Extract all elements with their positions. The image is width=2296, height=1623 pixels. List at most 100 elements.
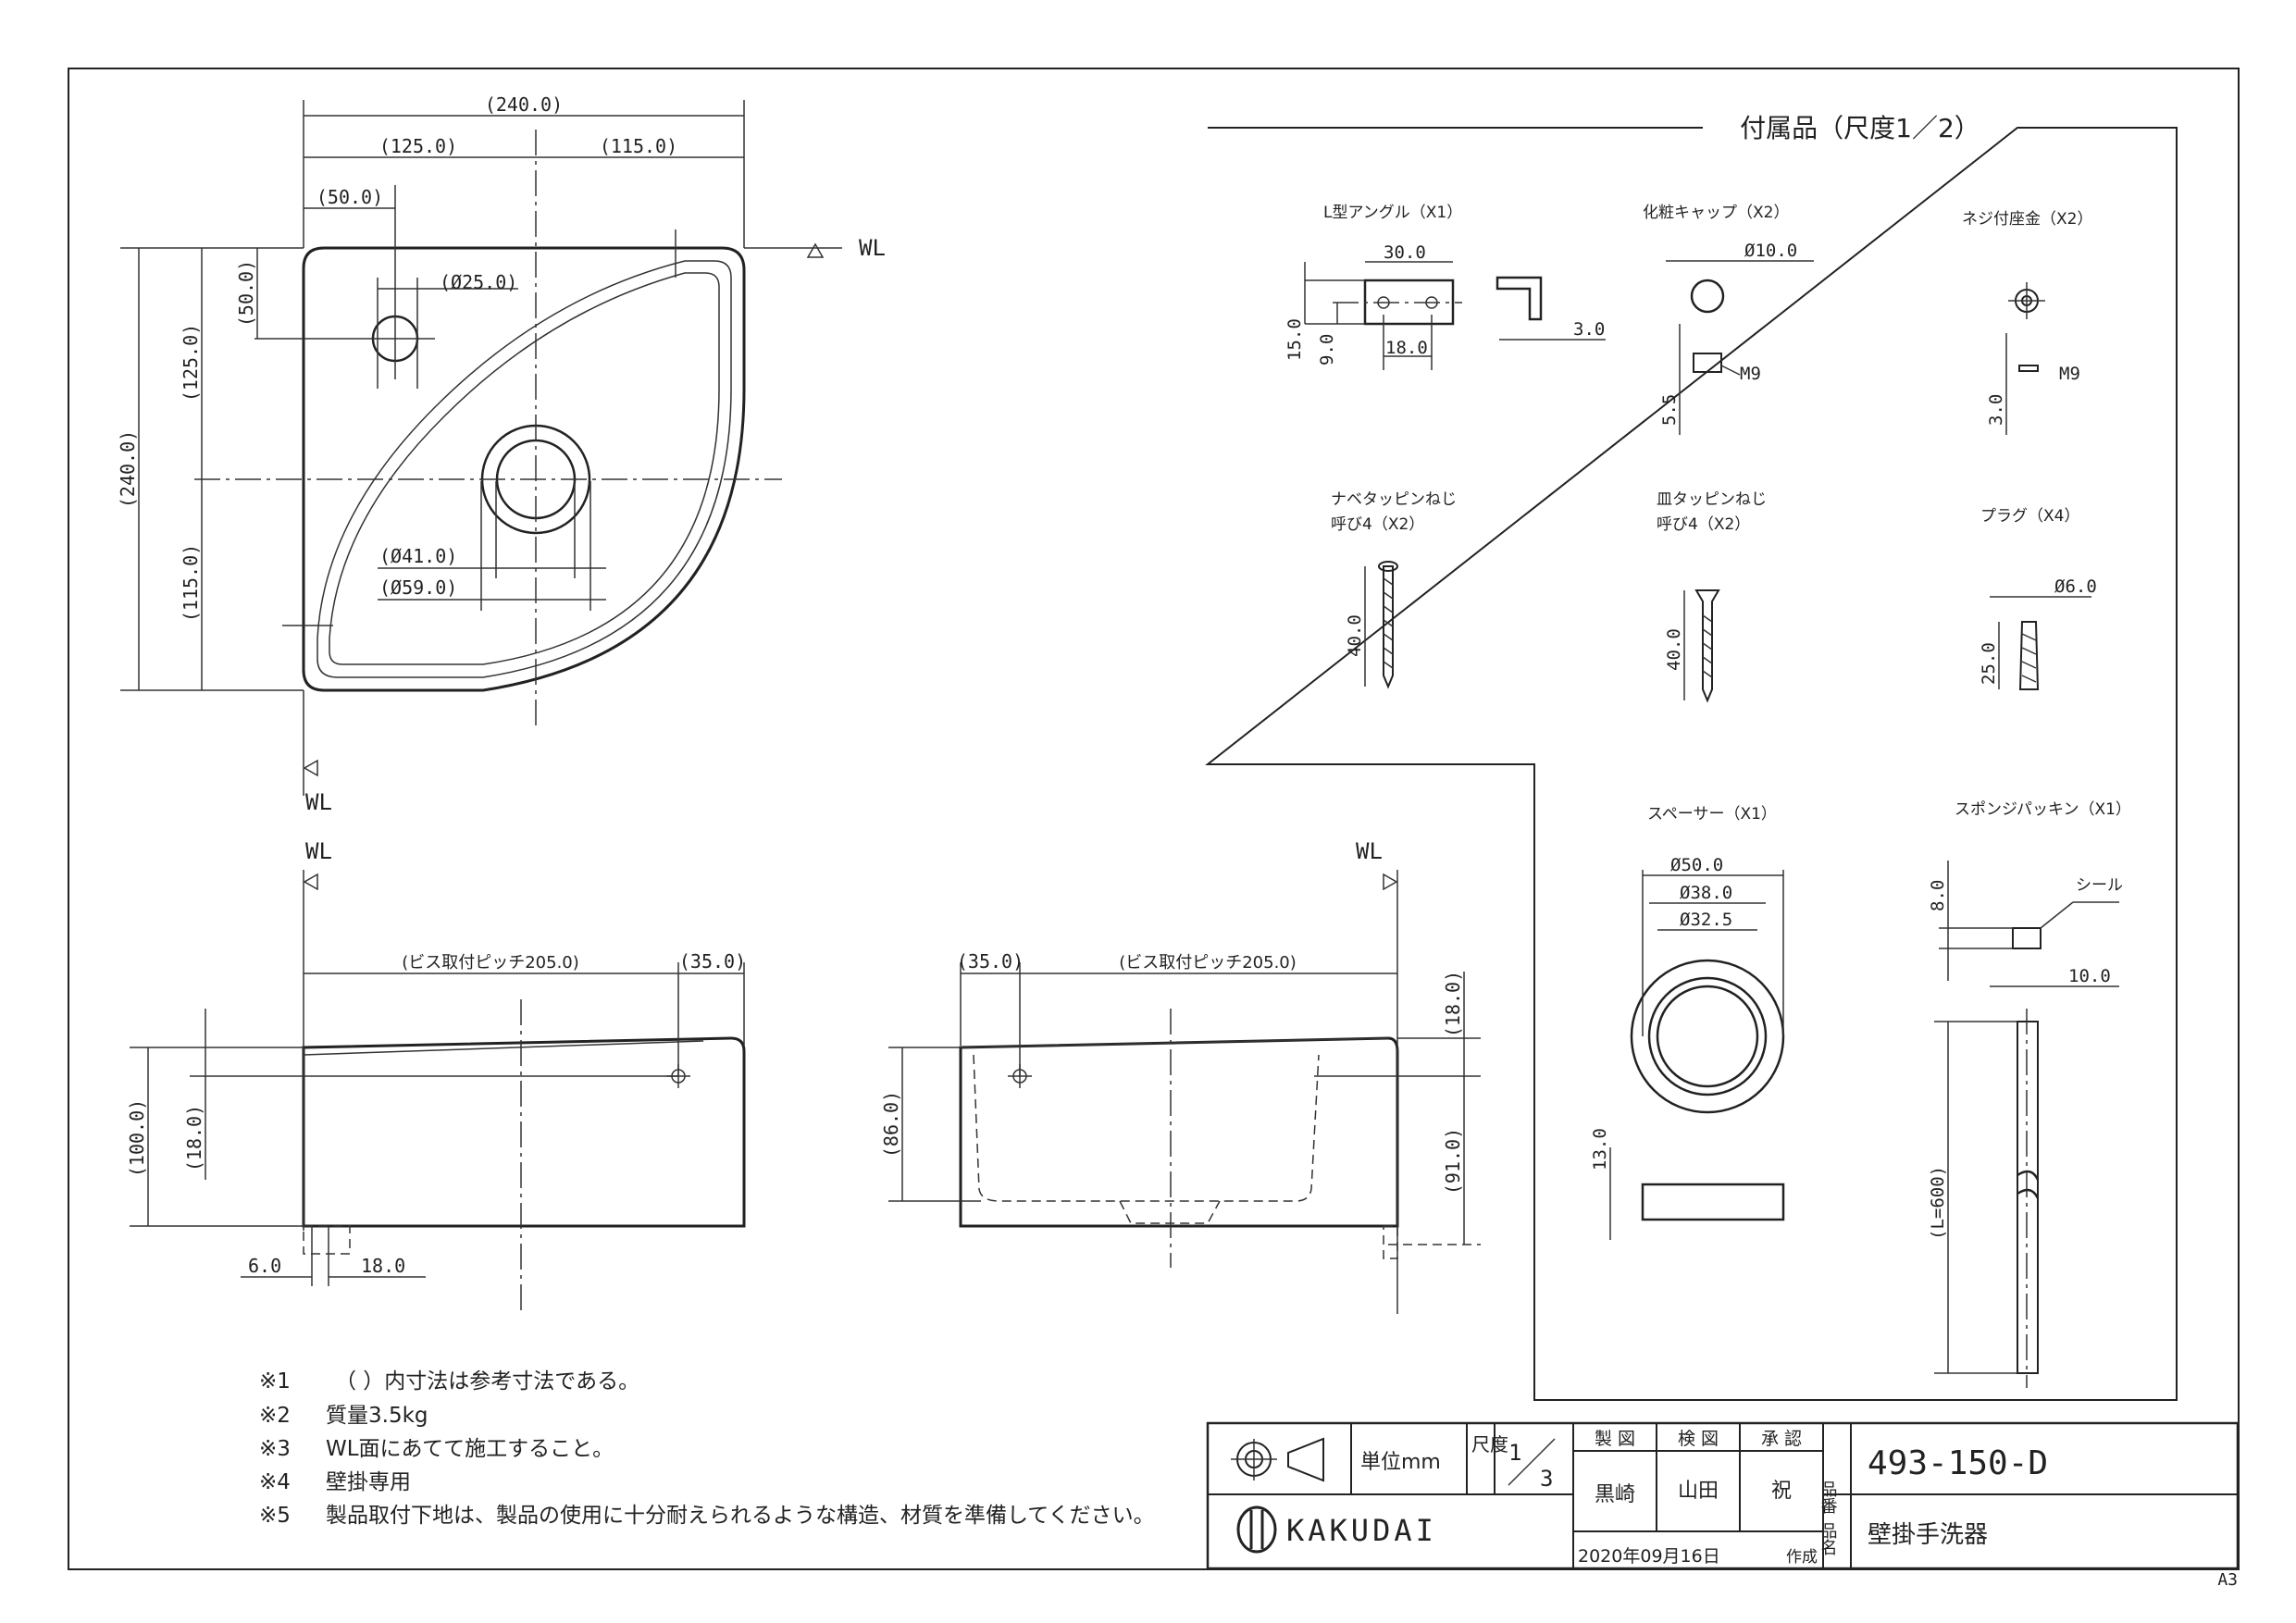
basin-outline <box>302 246 746 692</box>
wl-arrow-top <box>806 242 825 258</box>
acc-cap-dim-0: Ø10.0 <box>1744 241 1797 261</box>
top-view: WL WL (240.0) (125.0) (115.0) (50.0) (Ø2… <box>117 93 886 815</box>
brand-name: KAKUDAI <box>1286 1513 1437 1548</box>
acc-spacer-label: スペーサー（X1） <box>1647 805 1777 824</box>
dim-top-part-label: (125.0) <box>180 324 202 402</box>
acc-l-dim-4: 3.0 <box>1573 319 1605 340</box>
checked-label: 検 図 <box>1678 1429 1719 1449</box>
dim-bottom-part-label: (115.0) <box>180 544 202 622</box>
acc-sponge-dim-2: 10.0 <box>2068 966 2111 986</box>
acc-sponge-dim-1: シール <box>2076 876 2123 895</box>
dim-hole-x-label: (50.0) <box>316 186 383 208</box>
bowl-inner-rim <box>329 272 720 665</box>
accessories-title: 付属品（尺度1／2） <box>1740 113 1980 143</box>
acc-spacer-dim-1: Ø38.0 <box>1680 883 1732 903</box>
side-view-left: WL (ビス取付ピッチ205.0) (35.0) (100.0) (18.0) … <box>126 838 746 1314</box>
dim-top-offset-right-label: (18.0) <box>1442 971 1464 1037</box>
note-5-text: 製品取付下地は、製品の使用に十分耐えられるような構造、材質を準備してください。 <box>326 1504 1155 1528</box>
part-no-label: 品番 <box>1818 1481 1838 1514</box>
unit-label: 単位mm <box>1360 1451 1441 1474</box>
note-4-mark: ※4 <box>259 1470 291 1494</box>
acc-washer-label: ネジ付座金（X2） <box>1962 210 2092 229</box>
dim-end-offset-right-label: (35.0) <box>957 950 1024 973</box>
acc-l-angle-label: L型アングル（X1） <box>1323 204 1462 222</box>
scale-label: 尺度 <box>1471 1433 1508 1456</box>
note-3-text: WL面にあてて施工すること。 <box>326 1437 614 1461</box>
dim-drain-outer-label: (Ø59.0) <box>379 576 457 599</box>
acc-sponge-dim-0: 8.0 <box>1928 880 1948 911</box>
dim-lower-height-right-label: (91.0) <box>1442 1128 1464 1195</box>
acc-flat-screw-label: 皿タッピンねじ <box>1657 490 1767 509</box>
acc-pan-screw-sub: 呼び4（X2） <box>1331 515 1424 534</box>
note-5-mark: ※5 <box>259 1504 291 1528</box>
acc-washer-dim-1: M9 <box>2059 364 2080 384</box>
dim-overall-width-label: (240.0) <box>485 93 563 116</box>
acc-cap-dim-1: 5.5 <box>1659 394 1680 426</box>
kakudai-logo <box>1236 1505 1277 1554</box>
acc-flat-screw-dim-0: 40.0 <box>1664 628 1684 671</box>
wl-label-left: WL <box>305 789 332 815</box>
acc-cap-dim-2: M9 <box>1740 364 1761 384</box>
note-2-mark: ※2 <box>259 1404 291 1428</box>
part-no: 493-150-D <box>1868 1444 2048 1482</box>
scale-num: 1 <box>1508 1440 1521 1466</box>
created-label: 作成 <box>1786 1548 1818 1567</box>
dim-bowl-depth-label: (86.0) <box>880 1091 902 1158</box>
dim-bottom-a-label: 6.0 <box>248 1255 281 1277</box>
dim-hole-y-label: (50.0) <box>235 260 257 327</box>
acc-pan-screw-dim-0: 40.0 <box>1345 614 1365 657</box>
bowl-hidden <box>973 1054 1320 1202</box>
dim-overall-height-label: (240.0) <box>117 430 139 508</box>
acc-sponge-dim-3: (L=600) <box>1928 1166 1948 1240</box>
note-3-mark: ※3 <box>259 1437 291 1461</box>
acc-l-dim-3: 18.0 <box>1385 338 1428 358</box>
drawn-label: 製 図 <box>1595 1429 1635 1449</box>
acc-l-dim-2: 9.0 <box>1317 334 1337 365</box>
wl-arrow-left <box>303 759 318 777</box>
acc-pan-screw-label: ナベタッピンねじ <box>1331 490 1457 509</box>
note-4-text: 壁掛専用 <box>326 1470 411 1494</box>
name-label: 品名 <box>1818 1522 1838 1555</box>
acc-plug-dim-0: Ø6.0 <box>2054 576 2097 597</box>
dim-right-part-label: (115.0) <box>600 135 677 157</box>
sheet-size: A3 <box>2217 1570 2238 1590</box>
note-2-text: 質量3.5kg <box>326 1404 428 1428</box>
dim-end-offset-left-label: (35.0) <box>679 950 746 973</box>
side-left-outline <box>302 1036 746 1228</box>
dim-height-left-label: (100.0) <box>126 1099 148 1177</box>
acc-plug-dim-1: 25.0 <box>1979 642 1999 685</box>
dim-pitch-left-label: (ビス取付ピッチ205.0) <box>402 953 579 973</box>
checked-by: 山田 <box>1678 1480 1719 1503</box>
side-right-outline <box>959 1036 1399 1228</box>
note-1-mark: ※1 <box>259 1369 291 1394</box>
acc-l-dim-1: 15.0 <box>1285 318 1305 361</box>
approved-label: 承 認 <box>1761 1429 1802 1449</box>
dim-screw-height-left-label: (18.0) <box>183 1105 205 1171</box>
dim-drain-inner-label: (Ø41.0) <box>379 545 457 567</box>
wl-label-side-left: WL <box>305 838 332 864</box>
acc-sponge-label: スポンジパッキン（X1） <box>1955 800 2131 819</box>
projection-symbol <box>1231 1437 1324 1482</box>
note-1-text: （ ）内寸法は参考寸法である。 <box>335 1369 639 1394</box>
l-angle-side <box>1496 276 1543 321</box>
acc-l-dim-0: 30.0 <box>1384 242 1426 263</box>
acc-plug-label: プラグ（X4） <box>1980 507 2079 526</box>
acc-spacer-dim-0: Ø50.0 <box>1670 855 1723 875</box>
dim-hole-dia-label: (Ø25.0) <box>440 271 517 293</box>
dim-bottom-b-label: 18.0 <box>361 1255 405 1277</box>
approved-by: 祝 <box>1771 1480 1792 1503</box>
acc-spacer-dim-2: Ø32.5 <box>1680 910 1732 930</box>
acc-washer-dim-0: 3.0 <box>1986 394 2006 426</box>
dim-left-part-label: (125.0) <box>379 135 457 157</box>
accessories-border <box>1205 127 2178 1401</box>
created-date: 2020年09月16日 <box>1578 1546 1720 1567</box>
acc-flat-screw-sub: 呼び4（X2） <box>1657 515 1750 534</box>
notes: ※1 （ ）内寸法は参考寸法である。 ※2 質量3.5kg ※3 WL面にあてて… <box>259 1369 1155 1528</box>
cap-top <box>1690 279 1725 314</box>
bowl-rim <box>316 260 732 678</box>
wl-label-side-right: WL <box>1356 838 1383 864</box>
drawn-by: 黒崎 <box>1595 1483 1635 1506</box>
accessories-panel: 付属品（尺度1／2） L型アングル（X1） 30.0 15.0 9.0 18.0… <box>1205 113 2178 1401</box>
acc-cap-label: 化粧キャップ（X2） <box>1643 204 1789 222</box>
